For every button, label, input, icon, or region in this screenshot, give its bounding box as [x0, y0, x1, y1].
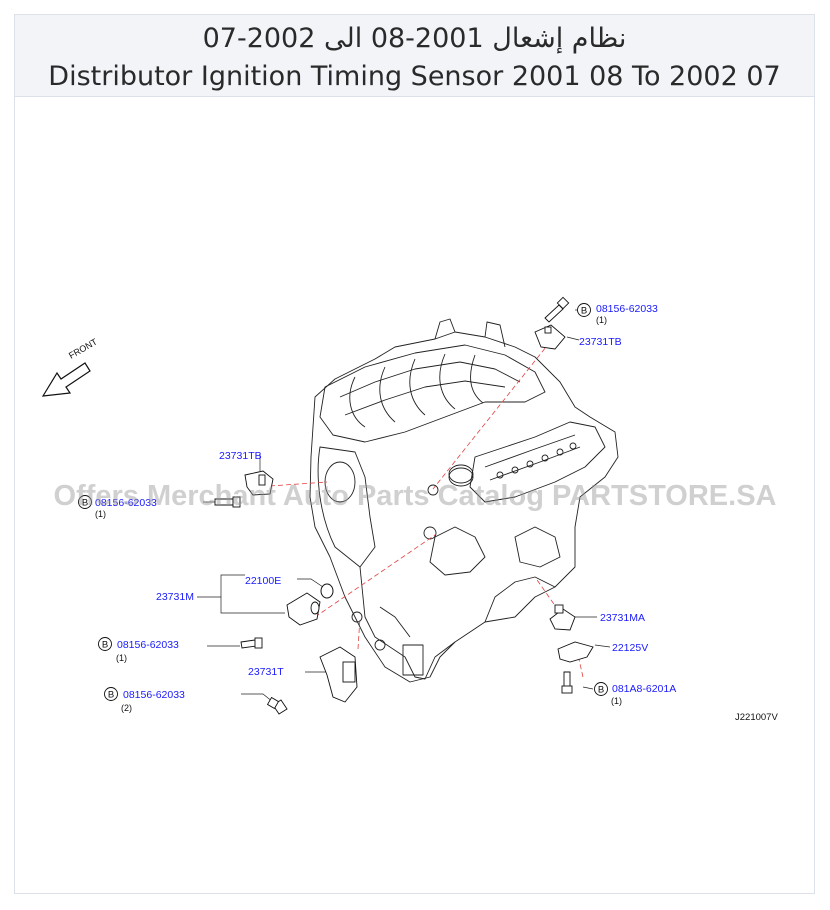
label-sensor-23731T[interactable]: 23731T	[248, 666, 284, 678]
bolt-marker-left-text: B	[82, 498, 88, 509]
label-bolt-top[interactable]: 08156-62033	[596, 303, 658, 315]
sensor-23731M-icon	[286, 592, 321, 626]
bracket-22125V-icon	[557, 641, 594, 663]
diagram-frame: نظام إشعال 2001-08 الى 2002-07 Distribut…	[14, 14, 815, 894]
front-label: FRONT	[67, 336, 99, 360]
bolt-top-icon	[544, 296, 570, 323]
sensor-23731MA-icon	[549, 604, 576, 631]
label-bracket-22125V[interactable]: 22125V	[612, 642, 648, 654]
bolt-marker-left: B	[78, 495, 92, 509]
sensor-23731T-icon	[319, 646, 358, 703]
bolt-marker-mid-text: B	[102, 640, 108, 651]
parts-diagram: FRONT	[15, 97, 814, 893]
label-sensor-23731M[interactable]: 23731M	[156, 591, 194, 603]
front-arrow-icon: FRONT	[41, 336, 99, 397]
bolt-marker-top-text: B	[581, 306, 587, 317]
bolt-low-icon	[266, 696, 288, 715]
label-oring-22100E[interactable]: 22100E	[245, 575, 281, 587]
title-header: نظام إشعال 2001-08 الى 2002-07 Distribut…	[15, 15, 814, 97]
label-bolt-mid[interactable]: 08156-62033	[117, 639, 179, 651]
qty-bolt-left: (1)	[95, 509, 106, 519]
sensor-23731TB-left-icon	[244, 470, 274, 496]
bolt-marker-right: B	[594, 682, 608, 696]
bolt-right-icon	[561, 671, 573, 694]
bolt-mid-icon	[240, 637, 263, 649]
title-english: Distributor Ignition Timing Sensor 2001 …	[48, 61, 781, 92]
label-bolt-left[interactable]: 08156-62033	[95, 497, 157, 509]
label-bolt-right[interactable]: 081A8-6201A	[612, 683, 676, 695]
bolt-marker-right-text: B	[598, 685, 604, 696]
qty-bolt-top: (1)	[596, 315, 607, 325]
label-sensor-23731MA[interactable]: 23731MA	[600, 612, 645, 624]
qty-bolt-right: (1)	[611, 696, 622, 706]
bolt-marker-mid: B	[98, 637, 112, 651]
bolt-marker-low-text: B	[108, 690, 114, 701]
engine-block	[309, 318, 619, 683]
label-sensor-23731TB-top[interactable]: 23731TB	[579, 336, 622, 348]
drawing-code: J221007V	[735, 712, 778, 723]
qty-bolt-low: (2)	[121, 703, 132, 713]
sensor-23731TB-top-icon	[534, 324, 566, 350]
label-sensor-23731TB-left[interactable]: 23731TB	[219, 450, 262, 462]
oring-22100E-icon	[320, 583, 334, 599]
title-arabic: نظام إشعال 2001-08 الى 2002-07	[202, 23, 627, 54]
bolt-left-icon	[214, 496, 241, 508]
label-bolt-low[interactable]: 08156-62033	[123, 689, 185, 701]
leader-lines	[269, 341, 584, 678]
bolt-marker-low: B	[104, 687, 118, 701]
qty-bolt-mid: (1)	[116, 653, 127, 663]
bolt-marker-top: B	[577, 303, 591, 317]
